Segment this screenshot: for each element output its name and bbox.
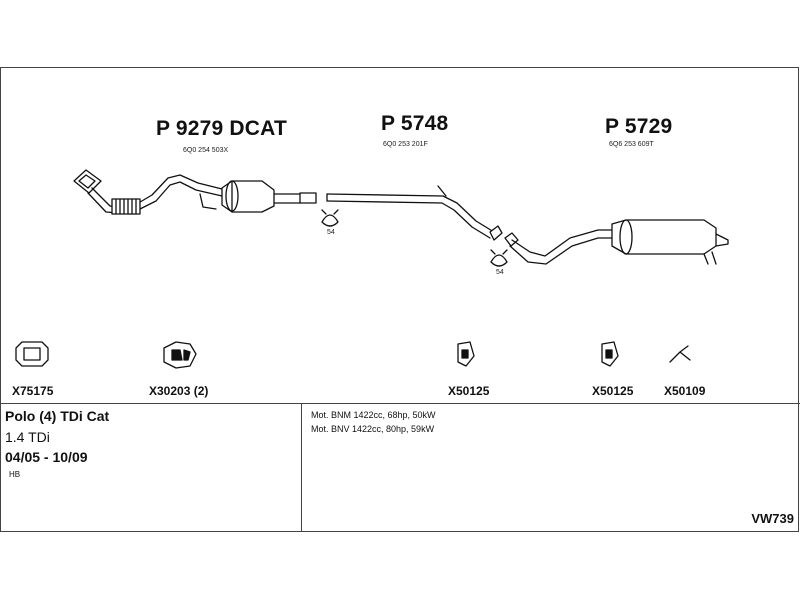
- vehicle-model: Polo (4) TDi Cat: [5, 408, 110, 424]
- diagram-frame: [0, 67, 799, 532]
- part-number-front[interactable]: P 9279 DCAT: [156, 117, 287, 140]
- engine-spec: Mot. BNV 1422cc, 80hp, 59kW: [311, 424, 435, 434]
- part-number-rear[interactable]: P 5729: [605, 115, 673, 138]
- accessory-code[interactable]: X50125: [448, 384, 490, 398]
- engine-spec: Mot. BNM 1422cc, 68hp, 50kW: [311, 410, 436, 420]
- vehicle-body-type: HB: [9, 470, 21, 479]
- oe-number-middle: 6Q0 253 201F: [383, 141, 428, 148]
- accessory-code[interactable]: X75175: [12, 384, 54, 398]
- clamp-label: 54: [496, 269, 504, 276]
- divider-vertical: [301, 403, 302, 532]
- oe-number-rear: 6Q6 253 609T: [609, 141, 654, 148]
- divider-horizontal: [0, 403, 800, 404]
- vehicle-years: 04/05 - 10/09: [5, 449, 88, 465]
- vehicle-engine: 1.4 TDi: [5, 429, 50, 445]
- clamp-label: 54: [327, 229, 335, 236]
- reference-code: VW739: [751, 511, 794, 526]
- accessory-code[interactable]: X50125: [592, 384, 634, 398]
- accessory-code[interactable]: X30203 (2): [149, 384, 209, 398]
- accessory-code[interactable]: X50109: [664, 384, 706, 398]
- oe-number-front: 6Q0 254 503X: [183, 147, 229, 154]
- part-number-middle[interactable]: P 5748: [381, 112, 449, 135]
